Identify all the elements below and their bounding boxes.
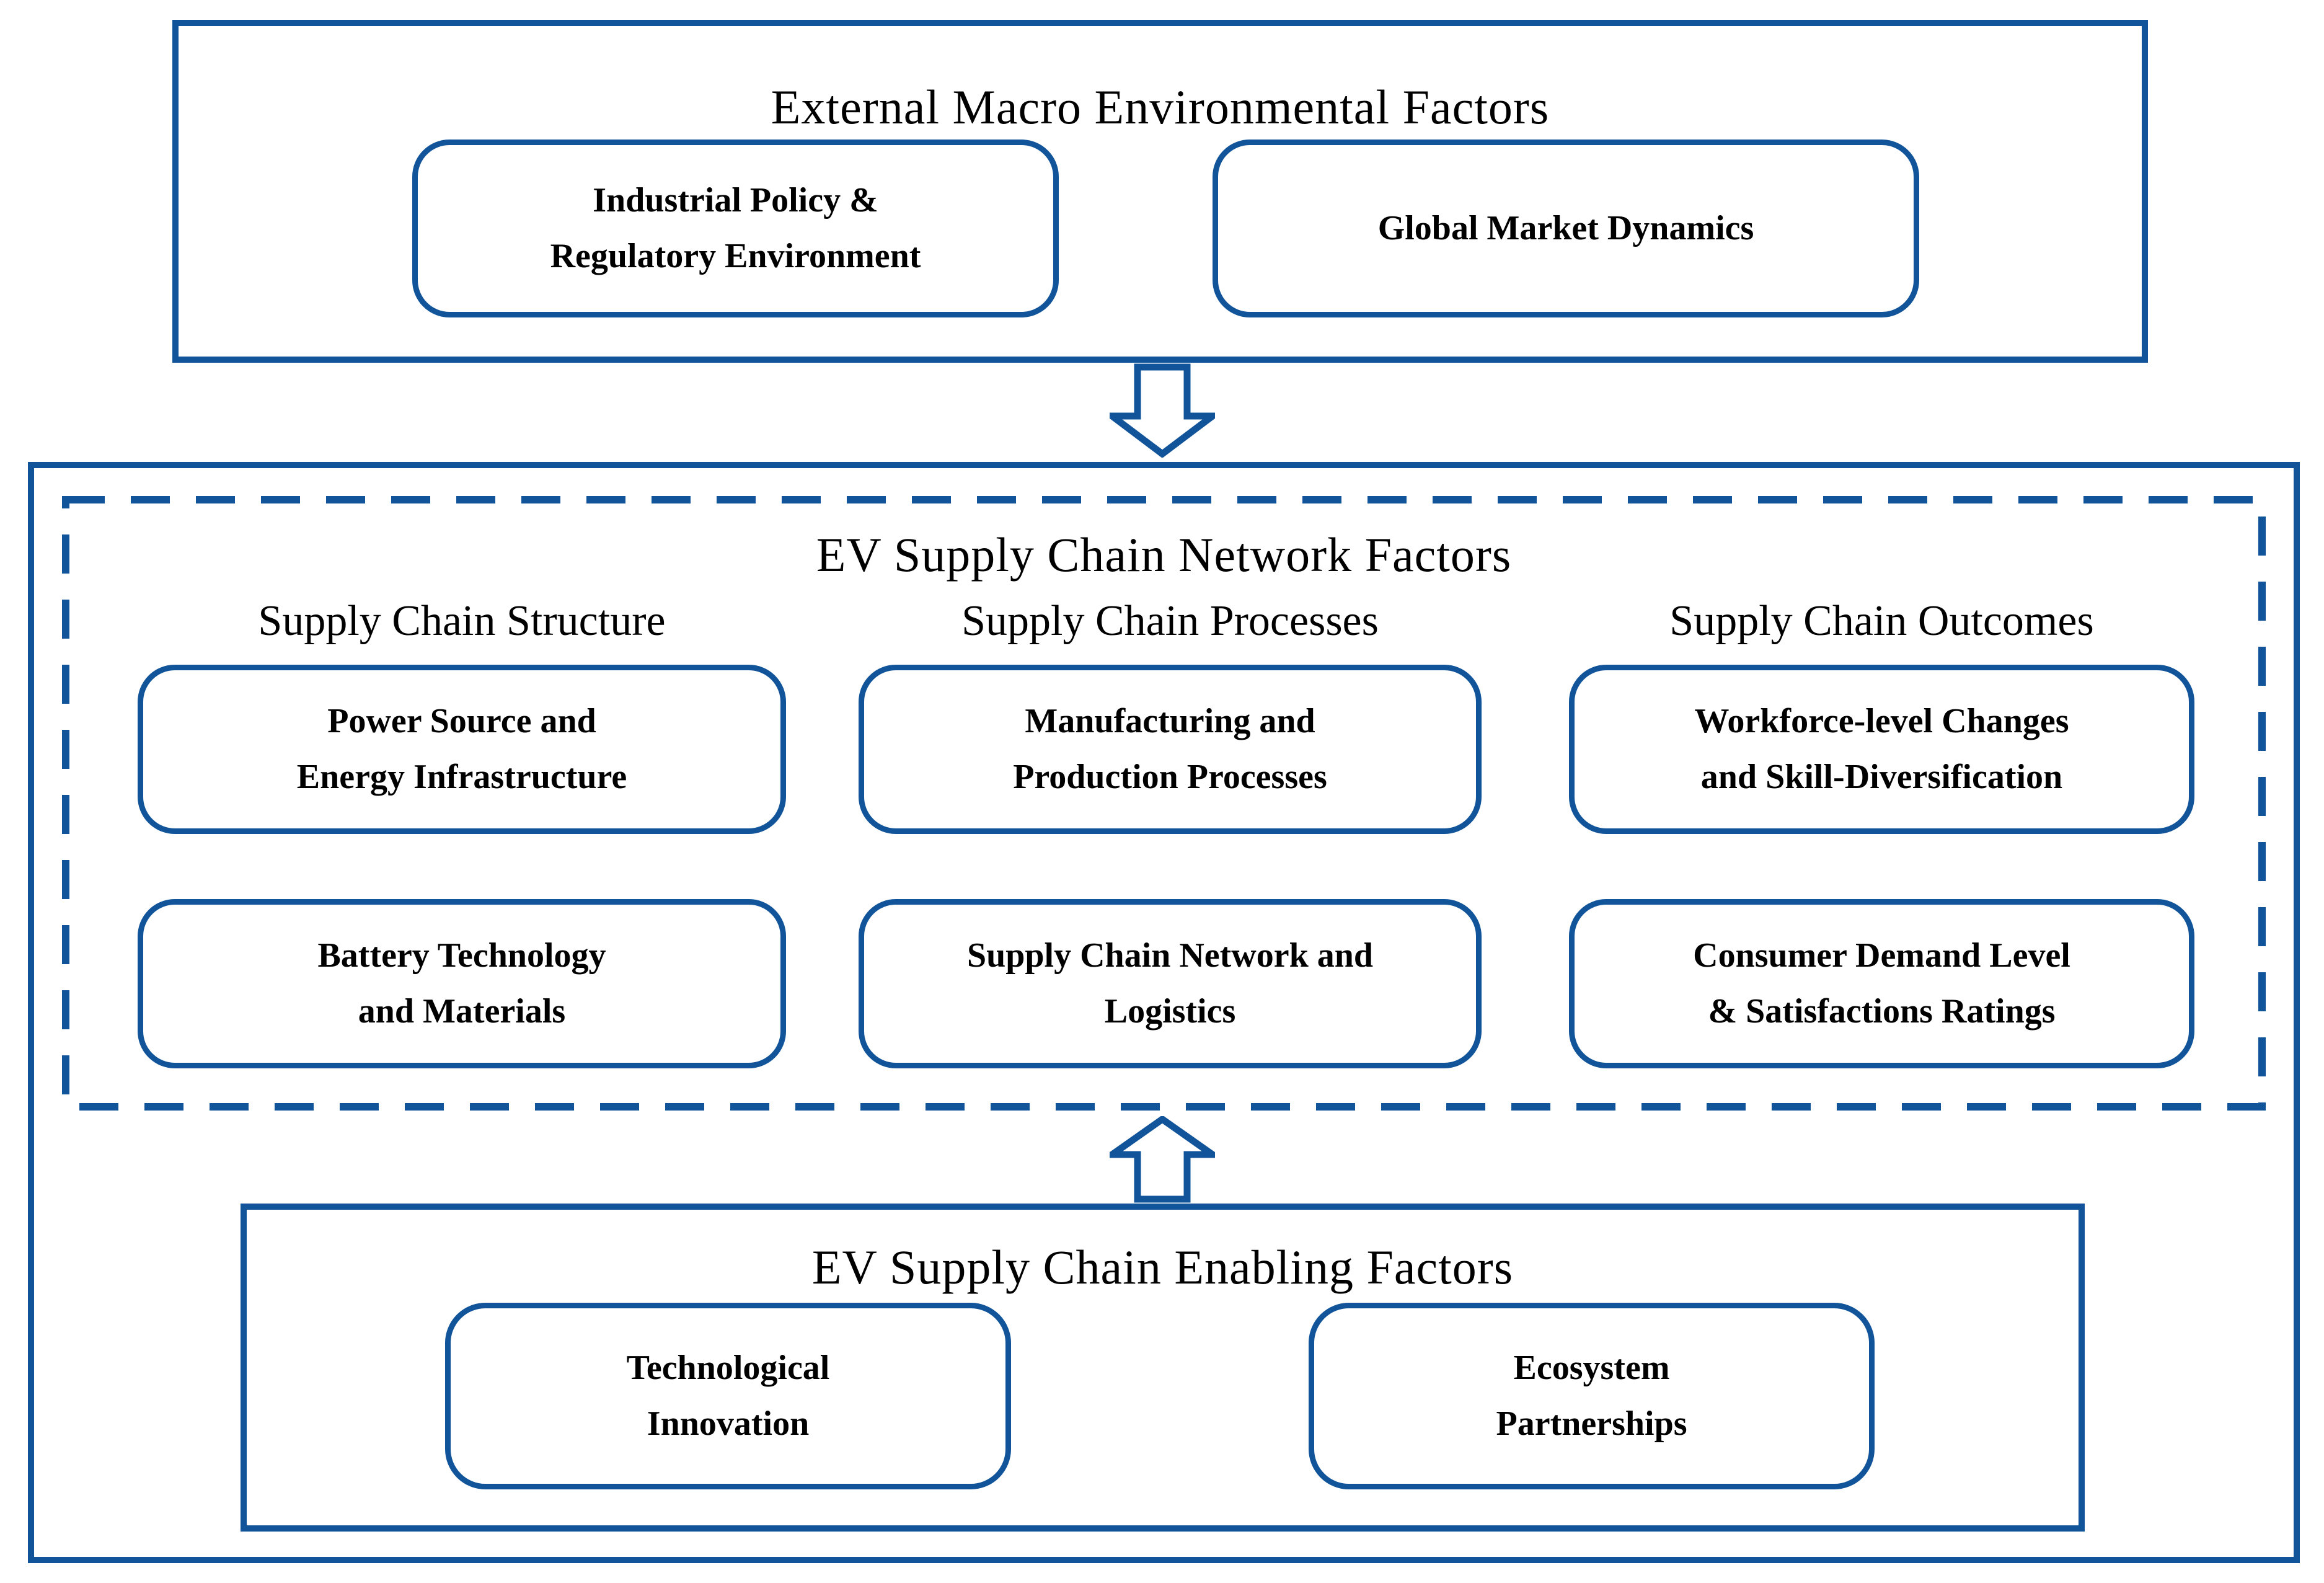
external-factors-section: External Macro Environmental Factors Ind… bbox=[172, 20, 2148, 363]
enabling-section-title: EV Supply Chain Enabling Factors bbox=[811, 1240, 1514, 1294]
box-label-line: Regulatory Environment bbox=[550, 236, 921, 275]
box-label-line: Innovation bbox=[647, 1404, 810, 1443]
box-label-line: and Skill-Diversification bbox=[1700, 757, 2063, 796]
box-label-line: Supply Chain Network and bbox=[966, 936, 1374, 975]
enabling-factors-section: EV Supply Chain Enabling Factors Technol… bbox=[241, 1204, 2085, 1532]
box-label-line: Technological bbox=[626, 1348, 830, 1387]
box-label-line: and Materials bbox=[358, 991, 566, 1031]
box-label-line: Production Processes bbox=[1013, 757, 1327, 796]
box-label-line: Ecosystem bbox=[1513, 1348, 1670, 1387]
supply-chain-container: EV Supply Chain Network Factors Supply C… bbox=[28, 462, 2300, 1563]
box-label-line: Consumer Demand Level bbox=[1693, 936, 2070, 975]
industrial-policy-box: Industrial Policy & Regulatory Environme… bbox=[412, 140, 1059, 317]
column-header-processes: Supply Chain Processes bbox=[961, 597, 1379, 645]
power-source-box: Power Source and Energy Infrastructure bbox=[138, 665, 786, 834]
external-section-title: External Macro Environmental Factors bbox=[771, 80, 1550, 134]
box-label-line: Partnerships bbox=[1496, 1404, 1687, 1443]
box-label-line: Power Source and bbox=[327, 701, 596, 740]
column-header-structure: Supply Chain Structure bbox=[258, 597, 666, 645]
ecosystem-partnerships-box: Ecosystem Partnerships bbox=[1309, 1303, 1875, 1489]
box-label-line: Logistics bbox=[1104, 991, 1236, 1031]
workforce-changes-box: Workforce-level Changes and Skill-Divers… bbox=[1569, 665, 2194, 834]
box-label-line: & Satisfactions Ratings bbox=[1708, 991, 2056, 1031]
global-market-dynamics-box: Global Market Dynamics bbox=[1213, 140, 1919, 317]
down-arrow-icon bbox=[1110, 363, 1215, 458]
technological-innovation-box: Technological Innovation bbox=[445, 1303, 1011, 1489]
box-label-line: Manufacturing and bbox=[1025, 701, 1315, 740]
consumer-demand-box: Consumer Demand Level & Satisfactions Ra… bbox=[1569, 899, 2194, 1068]
box-label-line: Industrial Policy & bbox=[593, 180, 878, 219]
battery-technology-box: Battery Technology and Materials bbox=[138, 899, 786, 1068]
box-label-line: Workforce-level Changes bbox=[1694, 701, 2069, 740]
manufacturing-processes-box: Manufacturing and Production Processes bbox=[859, 665, 1482, 834]
box-label-line: Energy Infrastructure bbox=[296, 757, 627, 796]
logistics-network-box: Supply Chain Network and Logistics bbox=[859, 899, 1482, 1068]
network-factors-dashed-frame bbox=[62, 496, 2266, 1111]
box-label-line: Global Market Dynamics bbox=[1377, 208, 1754, 247]
up-arrow-icon bbox=[1110, 1116, 1215, 1203]
network-section-title: EV Supply Chain Network Factors bbox=[816, 528, 1512, 582]
column-header-outcomes: Supply Chain Outcomes bbox=[1669, 597, 2094, 645]
box-label-line: Battery Technology bbox=[317, 936, 606, 975]
